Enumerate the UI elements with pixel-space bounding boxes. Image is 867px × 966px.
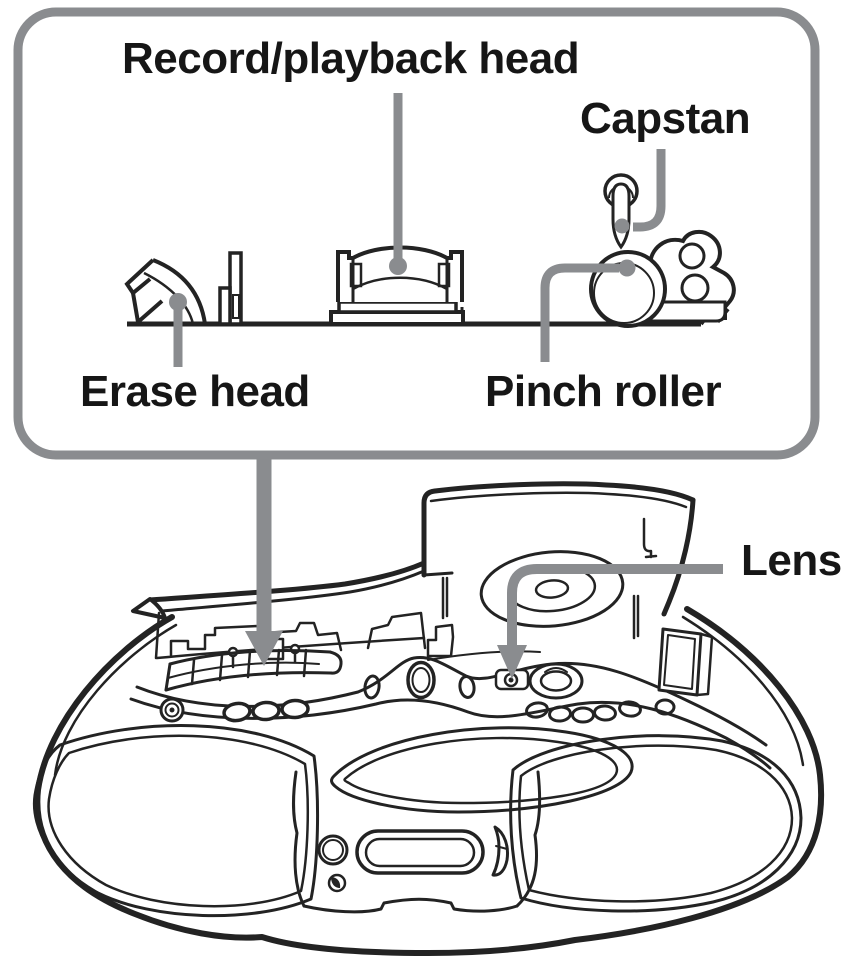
pointer-erase-head — [169, 293, 187, 367]
pointer-lines — [169, 93, 723, 679]
volume-wheel-drawing — [491, 825, 509, 877]
right-speaker-drawing — [509, 734, 803, 913]
callout-box — [13, 7, 820, 460]
pointer-capstan — [614, 149, 666, 234]
tape-mechanism-drawing — [124, 173, 736, 328]
center-panel-drawing — [292, 770, 542, 914]
erase-head-drawing — [124, 258, 207, 326]
label-erase-head: Erase head — [80, 367, 310, 416]
label-capstan: Capstan — [580, 94, 751, 143]
cassette-window-strip — [164, 648, 343, 692]
tape-guide-post-drawing — [218, 251, 243, 326]
cassette-lid-drawing — [131, 560, 427, 620]
handle-opening-drawing — [330, 726, 634, 814]
callout-to-cassette-arrow — [245, 456, 283, 666]
panel-small-knob — [327, 873, 347, 893]
capstan-drawing — [603, 173, 639, 250]
label-lens: Lens — [741, 536, 842, 585]
label-record-playback-head: Record/playback head — [122, 34, 580, 83]
panel-round-button — [317, 834, 349, 866]
boombox-drawing — [32, 481, 825, 956]
pointer-pinch-roller — [540, 259, 636, 362]
record-playback-head-drawing — [329, 245, 465, 326]
lens-pointer-arrow — [497, 564, 723, 679]
left-speaker-drawing — [32, 724, 320, 918]
boombox-body-outline — [34, 606, 825, 956]
cd-disc-drawing — [479, 550, 625, 628]
cd-bay-drawing — [494, 627, 714, 700]
pinch-roller-drawing — [589, 229, 736, 328]
pointer-record-playback-head — [389, 93, 407, 275]
deck-buttons — [159, 660, 676, 724]
label-pinch-roller: Pinch roller — [485, 367, 722, 416]
panel-display-slot — [355, 829, 485, 875]
cd-lid-drawing — [421, 481, 696, 640]
